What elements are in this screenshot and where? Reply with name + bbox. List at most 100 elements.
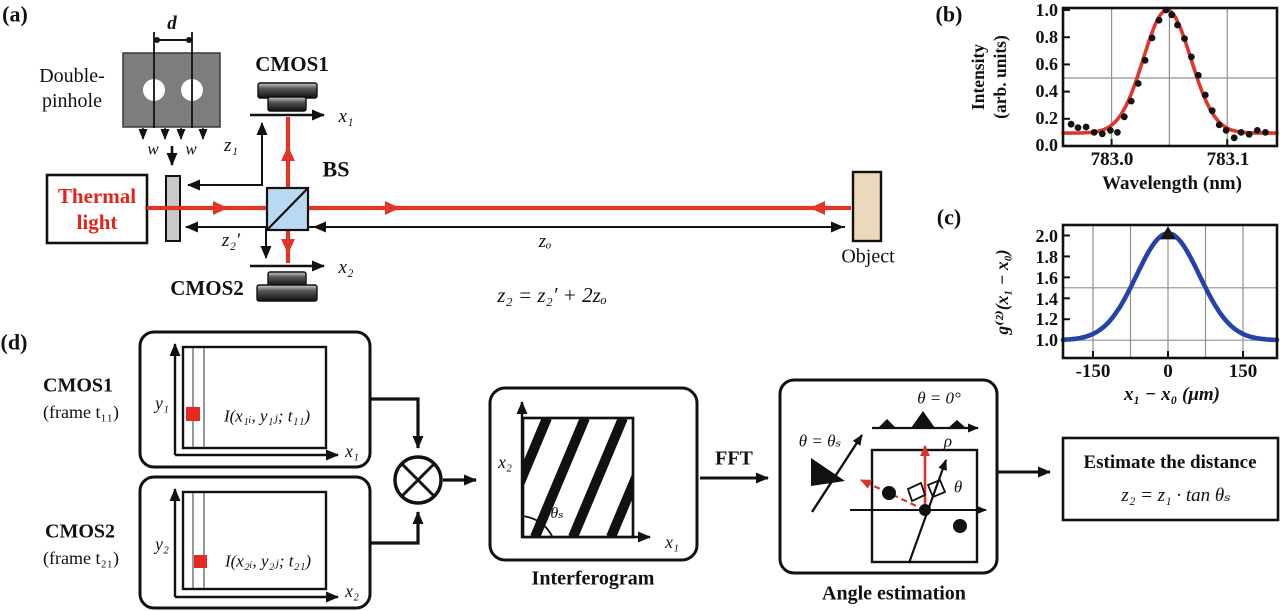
dim-w-right-label: w	[185, 139, 197, 159]
projection-profile-peaks	[878, 411, 966, 428]
panel-tag-c: (c)	[936, 204, 962, 230]
theta-s-wedge	[811, 458, 845, 486]
estimate-box	[1061, 436, 1280, 522]
spectrum-data-point	[1201, 91, 1209, 99]
thermal-light-line1: Thermal	[57, 183, 137, 208]
spectrum-ytick-0: 1.0	[1035, 0, 1059, 20]
g2-fit-curve	[1060, 231, 1280, 343]
g2-ylabel: g⁽²⁾(x₁ − x₀)	[992, 249, 1013, 335]
fringe-angle-arc	[522, 515, 553, 537]
thermal-light-label: Thermal light	[58, 183, 136, 236]
g2-ytick-5: 1.0	[1035, 329, 1059, 350]
x1-axis-label: x₁	[338, 106, 354, 128]
theta-zero-label: θ = 0°	[917, 388, 961, 408]
frame1-intensity-label: I(x₁ᵢ, y₁ⱼ; t₁₁)	[223, 406, 311, 426]
object-rect	[851, 170, 883, 243]
x2-axis-label: x₂	[338, 257, 354, 279]
interferogram-caption: Interferogram	[531, 567, 655, 590]
estimate-equation: z₂ = z₁ · tan θₛ	[1121, 485, 1231, 507]
cmos1-frame-panel	[138, 330, 372, 469]
beam-splitter	[265, 186, 310, 232]
object-label: Object	[841, 245, 895, 268]
frame2-y-label: y₂	[155, 534, 169, 555]
spectrum-data-point	[1114, 129, 1121, 136]
spectrum-ytick-3: 0.4	[1035, 80, 1059, 101]
distance-equation: z₂ = z₂′ + 2zₒ	[497, 282, 607, 307]
dim-w-left-label: w	[147, 139, 159, 159]
g2-ytick-3: 1.4	[1035, 288, 1059, 309]
g2-ytick-0: 2.0	[1035, 225, 1059, 246]
double-pinhole-label: Double- pinhole	[39, 64, 105, 114]
theta-s-arrow	[810, 434, 864, 513]
double-pinhole-mask	[122, 32, 221, 166]
double-pinhole-label-line1: Double-	[39, 65, 105, 87]
frame2-pixel	[194, 555, 207, 568]
fft-label: FFT	[715, 447, 753, 470]
thermal-beam	[147, 117, 851, 263]
spectrum-data-point	[1107, 126, 1114, 134]
fft-peak-dot-right	[953, 519, 967, 533]
spectrum-data-point	[1188, 53, 1195, 61]
frame1-pixel	[186, 407, 200, 421]
fft-peak-dot-left	[882, 486, 896, 500]
spectrum-ytick-4: 0.2	[1035, 107, 1059, 128]
interferogram-y-label: x₂	[498, 452, 512, 473]
spectrum-data-point	[1245, 131, 1253, 138]
cmos2-label: CMOS2	[170, 275, 244, 300]
cmos2-frame-panel	[138, 475, 372, 610]
spectrum-data-point	[1082, 123, 1090, 131]
interferogram-panel	[488, 386, 699, 562]
bs-label: BS	[322, 156, 350, 182]
cmos1-label: CMOS1	[255, 51, 329, 76]
correlation-otimes-icon	[393, 455, 443, 505]
spectrum-data-point	[1120, 113, 1128, 121]
spectrum-data-point	[1155, 16, 1163, 24]
spectrum-data-point	[1141, 56, 1149, 64]
cmos1-frame-title: CMOS1	[43, 374, 113, 397]
pinhole-plate-rect	[122, 52, 221, 128]
frame1-x-label: x₁	[345, 441, 359, 462]
panel-tag-a: (a)	[2, 1, 28, 27]
g2-xtick-0: -150	[1075, 361, 1111, 383]
g2-xtick-1: 0	[1163, 361, 1173, 383]
g2-chart	[1060, 223, 1280, 360]
g2-xtick-2: 150	[1228, 361, 1258, 383]
frame2-x-label: x₂	[345, 581, 359, 602]
angle-estimation-panel	[778, 378, 999, 575]
origin-dot	[919, 504, 931, 516]
panel-tag-d: (d)	[0, 329, 28, 355]
theta-s-label: θ = θₛ	[798, 431, 842, 451]
spectrum-data-point	[1174, 21, 1181, 29]
spectrum-data-point	[1074, 124, 1082, 131]
spectrum-data-point	[1230, 134, 1238, 142]
spectrum-data-point	[1148, 34, 1156, 42]
dimension-w-ticks	[138, 128, 208, 140]
spectrum-data-point	[1134, 80, 1142, 87]
cmos1-frame-subtitle: (frame t₁₁)	[42, 401, 120, 422]
spectrum-ylabel-line1: Intensity	[968, 43, 989, 111]
spectrum-ytick-5: 0.0	[1035, 134, 1059, 155]
dim-d-label: d	[167, 13, 177, 35]
spectrum-data-point	[1208, 107, 1216, 115]
spectrum-xtick-0: 783.0	[1090, 149, 1134, 171]
cmos2-frame-subtitle: (frame t₂₁)	[42, 547, 120, 568]
spectrum-data-point	[1090, 129, 1098, 136]
right-angle-markers	[906, 478, 947, 503]
spectrum-ylabel-line2: (arb. units)	[990, 35, 1010, 119]
spectrum-data-point	[1127, 97, 1135, 105]
spectrum-ylabel: Intensity (arb. units)	[968, 35, 1012, 119]
interferogram-angle-label: θₛ	[550, 505, 564, 522]
g2-ytick-4: 1.2	[1035, 308, 1059, 329]
spectrum-data-point	[1098, 130, 1106, 138]
cmos2-camera-icon	[256, 271, 318, 302]
rho-label: ρ	[943, 431, 953, 451]
double-pinhole-label-line2: pinhole	[41, 90, 102, 112]
thermal-light-box	[45, 173, 149, 245]
frame1-y-label: y₁	[155, 393, 169, 414]
z2prime-label: z₂′	[221, 230, 241, 252]
spectrum-xlabel: Wavelength (nm)	[1102, 173, 1242, 195]
spectrum-data-point	[1194, 71, 1202, 79]
cmos2-frame-title: CMOS2	[45, 520, 115, 543]
g2-ytick-2: 1.6	[1035, 267, 1059, 288]
